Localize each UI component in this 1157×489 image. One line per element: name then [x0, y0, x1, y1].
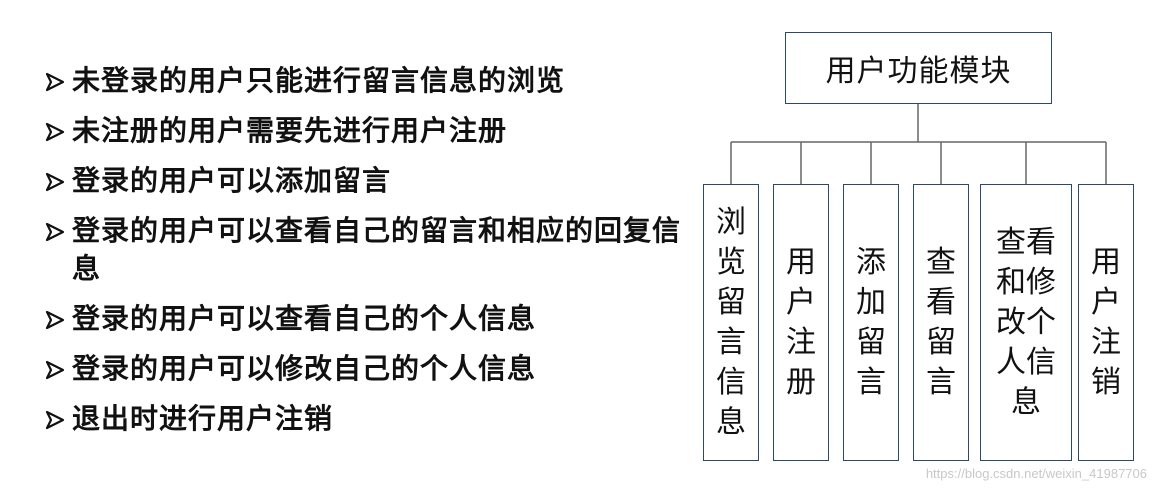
bullet-text: 登录的用户可以添加留言: [72, 164, 392, 197]
arrow-bullet-icon: [45, 410, 65, 430]
arrow-bullet-icon: [45, 222, 65, 242]
child-module-label: 浏览留言信息: [716, 204, 746, 440]
bullet-item: 未登录的用户只能进行留言信息的浏览: [44, 62, 684, 100]
child-module-label: 用户注销: [1091, 244, 1121, 400]
bullet-item: 登录的用户可以查看自己的留言和相应的回复信息: [44, 212, 684, 288]
child-module-box: 查看留言: [913, 184, 969, 461]
bullet-text: 登录的用户可以查看自己的个人信息: [72, 302, 537, 335]
child-module-box: 查看和修改个人信息: [980, 184, 1072, 461]
bullet-item: 登录的用户可以查看自己的个人信息: [44, 300, 684, 338]
feature-bullet-list: 未登录的用户只能进行留言信息的浏览 未注册的用户需要先进行用户注册 登录的用户可…: [44, 62, 684, 450]
child-module-label: 用户注册: [786, 244, 816, 400]
arrow-bullet-icon: [45, 360, 65, 380]
bullet-text: 登录的用户可以查看自己的留言和相应的回复信息: [72, 214, 682, 285]
child-module-box: 添加留言: [843, 184, 899, 461]
bullet-text: 未登录的用户只能进行留言信息的浏览: [72, 64, 566, 97]
bullet-text: 未注册的用户需要先进行用户注册: [72, 114, 508, 147]
bullet-text: 退出时进行用户注销: [72, 402, 334, 435]
arrow-bullet-icon: [45, 172, 65, 192]
arrow-bullet-icon: [45, 310, 65, 330]
child-module-box: 用户注销: [1078, 184, 1134, 461]
root-module-box: 用户功能模块: [785, 32, 1052, 104]
arrow-bullet-icon: [45, 72, 65, 92]
bullet-item: 未注册的用户需要先进行用户注册: [44, 112, 684, 150]
bullet-text: 登录的用户可以修改自己的个人信息: [72, 352, 537, 385]
child-module-label: 查看留言: [926, 244, 956, 400]
child-module-label: 查看和修改个人信息: [996, 224, 1056, 420]
bullet-item: 登录的用户可以添加留言: [44, 162, 684, 200]
root-module-label: 用户功能模块: [825, 54, 1012, 89]
bullet-item: 登录的用户可以修改自己的个人信息: [44, 350, 684, 388]
user-function-module-diagram: 用户功能模块 浏览留言信息 用户注册 添加留言 查看留言 查看和修改个人信息 用…: [690, 20, 1150, 470]
bullet-item: 退出时进行用户注销: [44, 400, 684, 438]
child-module-box: 浏览留言信息: [703, 184, 759, 461]
child-module-label: 添加留言: [856, 244, 886, 400]
child-module-box: 用户注册: [773, 184, 829, 461]
watermark-text: https://blog.csdn.net/weixin_41987706: [925, 466, 1147, 481]
arrow-bullet-icon: [45, 122, 65, 142]
